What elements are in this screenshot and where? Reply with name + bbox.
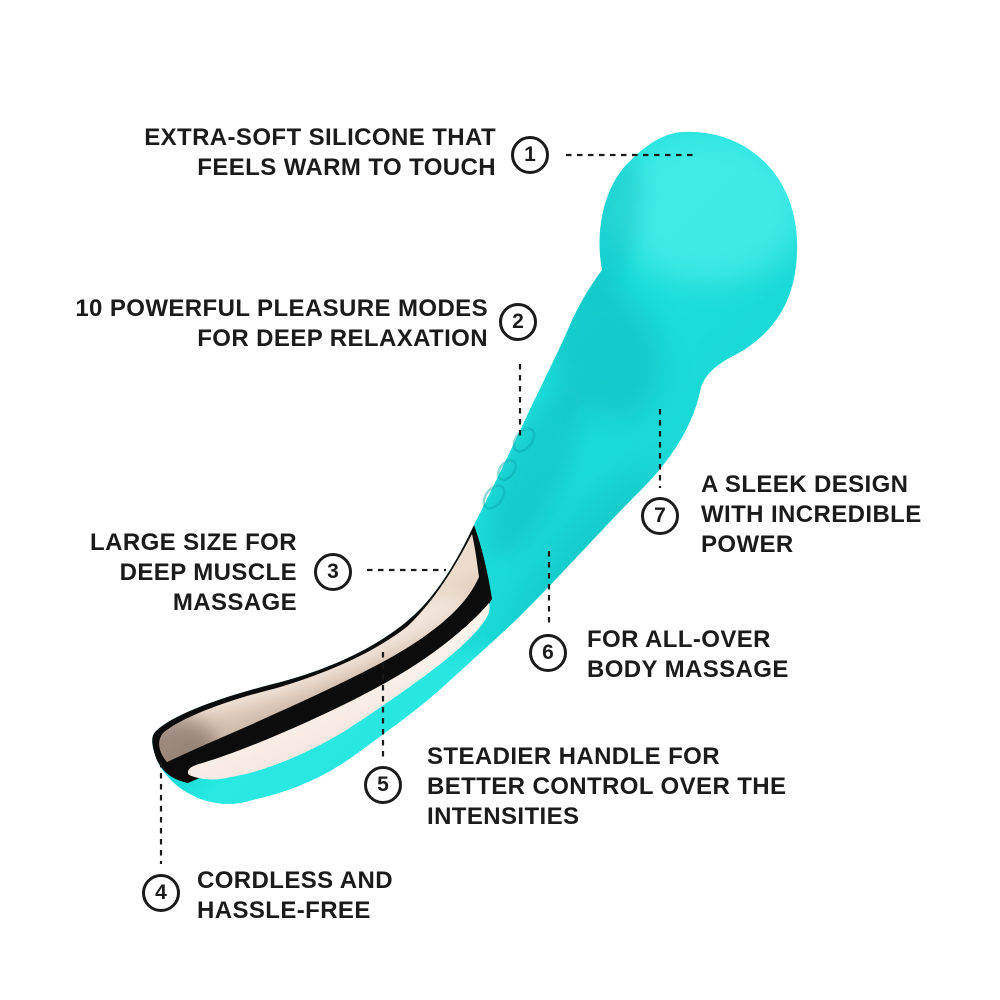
callout-1-number: 1 [511, 136, 549, 174]
head-highlight [615, 133, 798, 283]
callout-3-number: 3 [314, 553, 352, 591]
callout-line: HASSLE-FREE [197, 897, 371, 924]
callout-6-number: 6 [529, 634, 567, 672]
callout-line: STEADIER HANDLE FOR [427, 743, 720, 770]
minus-button-icon [482, 484, 506, 510]
callout-line: MASSAGE [172, 589, 297, 616]
callout-line: WITH INCREDIBLE [701, 501, 922, 528]
body-left-shade [488, 387, 582, 557]
callout-line: FOR DEEP RELAXATION [197, 325, 488, 352]
control-buttons [482, 427, 536, 510]
callout-4-number: 4 [142, 874, 180, 912]
callout-line: FOR ALL-OVER [587, 626, 771, 653]
callout-7-number: 7 [641, 497, 679, 535]
callout-3-text: LARGE SIZE FOR DEEP MUSCLE MASSAGE [75, 528, 297, 618]
mode-button-icon [497, 459, 517, 481]
callout-5-text: STEADIER HANDLE FOR BETTER CONTROL OVER … [427, 742, 786, 832]
callout-1-text: EXTRA-SOFT SILICONE THAT FEELS WARM TO T… [90, 123, 496, 183]
leader-lines [159, 153, 697, 864]
metal-tip-shadow [159, 718, 218, 762]
callout-line: LARGE SIZE FOR [90, 529, 297, 556]
callout-line: A SLEEK DESIGN [701, 471, 909, 498]
callout-7-text: A SLEEK DESIGN WITH INCREDIBLE POWER [701, 470, 922, 560]
callout-line: FEELS WARM TO TOUCH [197, 154, 496, 181]
callout-line: CORDLESS AND [197, 867, 393, 894]
callout-line: BETTER CONTROL OVER THE [427, 773, 787, 800]
plus-button-icon [512, 427, 536, 453]
callout-line: BODY MASSAGE [587, 656, 789, 683]
callout-line: INTENSITIES [427, 803, 580, 830]
callout-line: 10 POWERFUL PLEASURE MODES [75, 295, 488, 322]
callout-2-text: 10 POWERFUL PLEASURE MODES FOR DEEP RELA… [50, 294, 488, 354]
callout-line: EXTRA-SOFT SILICONE THAT [144, 124, 496, 151]
callout-4-text: CORDLESS AND HASSLE-FREE [197, 866, 393, 926]
callout-6-text: FOR ALL-OVER BODY MASSAGE [587, 625, 789, 685]
callout-2-number: 2 [499, 303, 537, 341]
callout-line: POWER [701, 531, 794, 558]
callout-5-number: 5 [364, 766, 402, 804]
callout-line: DEEP MUSCLE [119, 559, 297, 586]
